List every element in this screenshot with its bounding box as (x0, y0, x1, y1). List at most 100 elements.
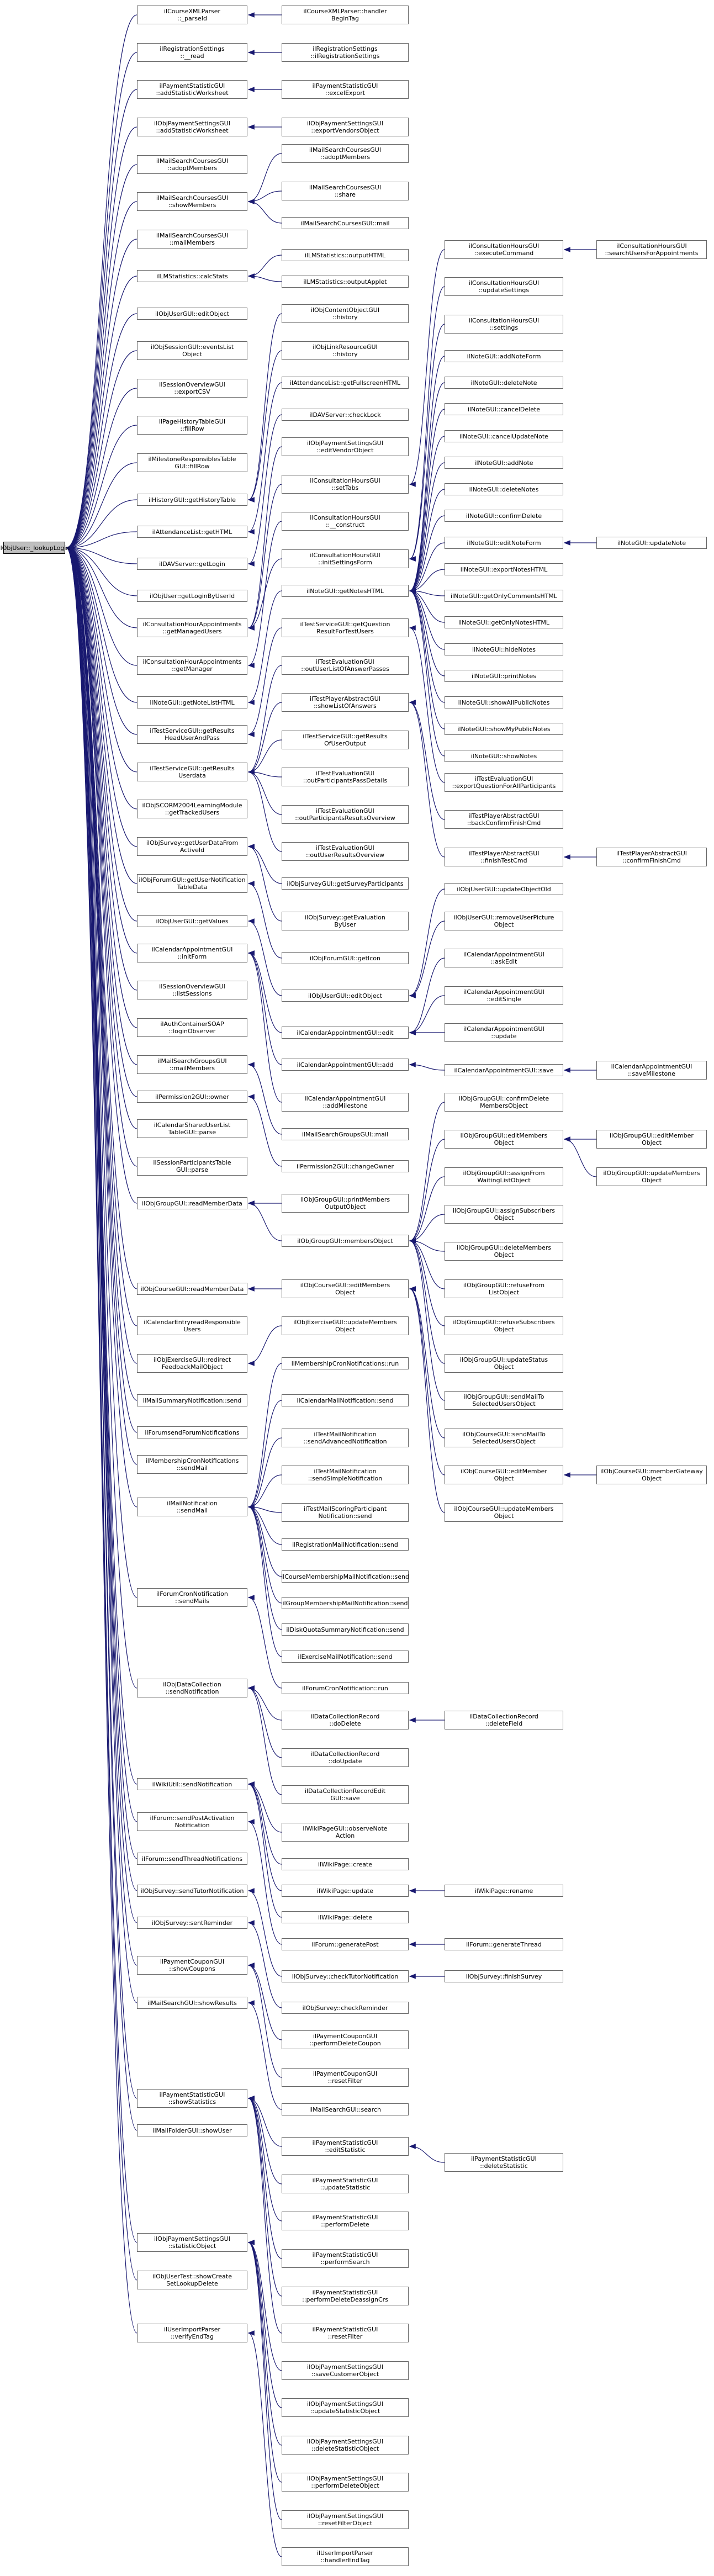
graph-node[interactable]: ilObjGroupGUI::editMembers Object (445, 1130, 563, 1149)
graph-node[interactable]: ilAttendanceList::getFullscreenHTML (282, 377, 409, 389)
graph-node[interactable]: ilForum::sendThreadNotifications (137, 1853, 247, 1865)
graph-node[interactable]: ilLMStatistics::calcStats (137, 270, 247, 282)
graph-node[interactable]: ilMailSearchCoursesGUI ::mailMembers (137, 230, 247, 248)
graph-node[interactable]: ilObjContentObjectGUI ::history (282, 304, 409, 323)
graph-node[interactable]: ilNoteGUI::exportNotesHTML (445, 563, 563, 575)
graph-node[interactable]: ilConsultationHourAppointments ::getMana… (137, 656, 247, 675)
graph-node[interactable]: ilAuthContainerSOAP ::loginObserver (137, 1018, 247, 1037)
graph-node[interactable]: ilObjCourseGUI::editMembers Object (282, 1279, 409, 1298)
graph-node[interactable]: ilNoteGUI::addNote (445, 457, 563, 469)
graph-node[interactable]: ilMailFolderGUI::showUser (137, 2124, 247, 2136)
graph-node[interactable]: ilTestPlayerAbstractGUI ::confirmFinishC… (596, 848, 707, 866)
graph-node[interactable]: ilPaymentStatisticGUI ::excelExport (282, 80, 409, 99)
graph-node[interactable]: ilCalendarAppointmentGUI ::editSingle (445, 986, 563, 1005)
graph-node[interactable]: ilObjSurvey::finishSurvey (445, 1970, 563, 1982)
graph-node[interactable]: ilPaymentStatisticGUI ::resetFilter (282, 2324, 409, 2342)
graph-node[interactable]: ilUserImportParser ::verifyEndTag (137, 2324, 247, 2342)
graph-node[interactable]: ilWikiPage::rename (445, 1885, 563, 1897)
graph-node[interactable]: ilDataCollectionRecordEdit GUI::save (282, 1785, 409, 1804)
graph-node[interactable]: ilMembershipCronNotifications::run (282, 1357, 409, 1369)
graph-node[interactable]: ilObjGroupGUI::editMember Object (596, 1130, 707, 1149)
graph-node[interactable]: ilMailSearchGUI::showResults (137, 1997, 247, 2009)
graph-node[interactable]: ilMilestoneResponsiblesTable GUI::fillRo… (137, 453, 247, 472)
graph-node[interactable]: ilPaymentStatisticGUI ::editStatistic (282, 2137, 409, 2156)
graph-node[interactable]: ilObjGroupGUI::membersObject (282, 1235, 409, 1247)
graph-node[interactable]: ilCalendarAppointmentGUI ::askEdit (445, 949, 563, 967)
graph-node[interactable]: ilTestMailNotification ::sendSimpleNotif… (282, 1466, 409, 1484)
graph-node[interactable]: ilCalendarAppointmentGUI::save (445, 1064, 563, 1076)
graph-node[interactable]: ilPaymentStatisticGUI ::performDeleteDea… (282, 2287, 409, 2305)
graph-node[interactable]: ilObjUserGUI::getValues (137, 915, 247, 927)
graph-node[interactable]: ilObjExerciseGUI::updateMembers Object (282, 1316, 409, 1335)
graph-node[interactable]: ilPaymentCouponGUI ::performDeleteCoupon (282, 2030, 409, 2049)
graph-node[interactable]: ilCourseXMLParser ::_parseId (137, 6, 247, 24)
graph-node[interactable]: ilGroupMembershipMailNotification::send (282, 1597, 409, 1609)
graph-node[interactable]: ilObjUserGUI::editObject (282, 990, 409, 1002)
graph-node[interactable]: ilNoteGUI::deleteNotes (445, 483, 563, 495)
graph-node[interactable]: ilObjPaymentSettingsGUI ::statisticObjec… (137, 2233, 247, 2252)
graph-node[interactable]: ilCalendarAppointmentGUI ::addMilestone (282, 1093, 409, 1112)
graph-node[interactable]: ilDataCollectionRecord ::doDelete (282, 1711, 409, 1729)
graph-node[interactable]: ilTestServiceGUI::getQuestion ResultForT… (282, 618, 409, 637)
graph-node[interactable]: ilObjSurvey::checkTutorNotification (282, 1970, 409, 1982)
graph-node[interactable]: ilObjSurvey::sendTutorNotification (137, 1885, 247, 1897)
graph-node[interactable]: ilObjLinkResourceGUI ::history (282, 341, 409, 360)
graph-node[interactable]: ilNoteGUI::getNotesHTML (282, 585, 409, 597)
graph-node[interactable]: ilExerciseMailNotification::send (282, 1651, 409, 1663)
graph-node[interactable]: ilDAVServer::getLogin (137, 558, 247, 570)
graph-node[interactable]: ilTestPlayerAbstractGUI ::finishTestCmd (445, 848, 563, 866)
graph-node[interactable]: ilTestMailNotification ::sendAdvancedNot… (282, 1429, 409, 1447)
graph-node[interactable]: ilObjSCORM2004LearningModule ::getTracke… (137, 800, 247, 818)
graph-node[interactable]: ilObjPaymentSettingsGUI ::resetFilterObj… (282, 2510, 409, 2529)
graph-node[interactable]: ilDataCollectionRecord ::doUpdate (282, 1748, 409, 1767)
graph-node[interactable]: ilNoteGUI::getOnlyNotesHTML (445, 616, 563, 628)
graph-node[interactable]: ilCalendarAppointmentGUI ::initForm (137, 944, 247, 962)
graph-node[interactable]: ilMailNotification ::sendMail (137, 1498, 247, 1516)
graph-node[interactable]: ilCourseMembershipMailNotification::send (281, 1570, 409, 1583)
graph-node[interactable]: ilMailSearchGroupsGUI ::mailMembers (137, 1055, 247, 1074)
graph-node[interactable]: ilObjGroupGUI::updateMembers Object (596, 1167, 707, 1186)
graph-node[interactable]: ilObjGroupGUI::assignSubscribers Object (445, 1205, 563, 1224)
graph-node[interactable]: ilNoteGUI::deleteNote (445, 377, 563, 389)
graph-node[interactable]: ilNoteGUI::cancelDelete (445, 403, 563, 415)
graph-node[interactable]: ilDiskQuotaSummaryNotification::send (282, 1623, 409, 1636)
graph-node[interactable]: ilTestEvaluationGUI ::outParticipantsRes… (282, 805, 409, 824)
graph-node[interactable]: ilDataCollectionRecord ::deleteField (445, 1711, 563, 1729)
graph-node[interactable]: ilObjCourseGUI::editMember Object (445, 1466, 563, 1484)
graph-node[interactable]: ilTestServiceGUI::getResults HeadUserAnd… (137, 725, 247, 744)
graph-node[interactable]: ilObjPaymentSettingsGUI ::saveCustomerOb… (282, 2361, 409, 2380)
graph-node[interactable]: ilHistoryGUI::getHistoryTable (137, 494, 247, 506)
graph-node[interactable]: ilObjCourseGUI::memberGateway Object (596, 1466, 707, 1484)
graph-node[interactable]: ilTestEvaluationGUI ::outUserResultsOver… (282, 842, 409, 861)
graph-node[interactable]: ilForumCronNotification::run (282, 1682, 409, 1694)
graph-node[interactable]: ilTestEvaluationGUI ::exportQuestionForA… (445, 773, 563, 792)
graph-node[interactable]: ilObjUser::getLoginByUserId (137, 590, 247, 602)
graph-node[interactable]: ilObjPaymentSettingsGUI ::exportVendorsO… (282, 118, 409, 136)
graph-node[interactable]: ilPaymentCouponGUI ::showCoupons (137, 1956, 247, 1975)
graph-node[interactable]: ilNoteGUI::getOnlyCommentsHTML (445, 590, 563, 602)
graph-node[interactable]: ilObjPaymentSettingsGUI ::addStatisticWo… (137, 118, 247, 136)
graph-node[interactable]: ilCourseXMLParser::handler BeginTag (282, 6, 409, 24)
graph-node[interactable]: ilLMStatistics::outputApplet (282, 276, 409, 288)
graph-node[interactable]: ilObjGroupGUI::assignFrom WaitingListObj… (445, 1167, 563, 1186)
graph-node[interactable]: ilWikiPage::create (282, 1858, 409, 1870)
graph-node[interactable]: ilObjUserGUI::removeUserPicture Object (445, 912, 563, 930)
graph-node[interactable]: ilWikiUtil::sendNotification (137, 1778, 247, 1790)
graph-node[interactable]: ilObjGroupGUI::readMemberData (137, 1197, 247, 1209)
graph-node[interactable]: ilWikiPage::update (282, 1885, 409, 1897)
graph-node[interactable]: ilForum::generatePost (282, 1938, 409, 1950)
graph-node[interactable]: ilObjSurvey::checkReminder (282, 2002, 409, 2014)
graph-node[interactable]: ilMailSearchGUI::search (282, 2103, 409, 2115)
graph-node[interactable]: ilMailSearchCoursesGUI ::share (282, 182, 409, 200)
graph-node[interactable]: ilNoteGUI::showMyPublicNotes (445, 723, 563, 735)
graph-node[interactable]: ilRegistrationMailNotification::send (282, 1538, 409, 1551)
graph-node[interactable]: ilCalendarAppointmentGUI ::update (445, 1023, 563, 1042)
graph-node[interactable]: ilDAVServer::checkLock (282, 409, 409, 421)
graph-node[interactable]: ilTestEvaluationGUI ::outParticipantsPas… (282, 768, 409, 786)
graph-node[interactable]: ilNoteGUI::cancelUpdateNote (445, 430, 563, 442)
root-node[interactable]: ilObjUser::_lookupLogin (0, 542, 70, 554)
graph-node[interactable]: ilRegistrationSettings ::__read (137, 43, 247, 62)
graph-node[interactable]: ilNoteGUI::hideNotes (445, 643, 563, 655)
graph-node[interactable]: ilCalendarMailNotification::send (282, 1394, 409, 1406)
graph-node[interactable]: ilForum::generateThread (445, 1938, 563, 1950)
